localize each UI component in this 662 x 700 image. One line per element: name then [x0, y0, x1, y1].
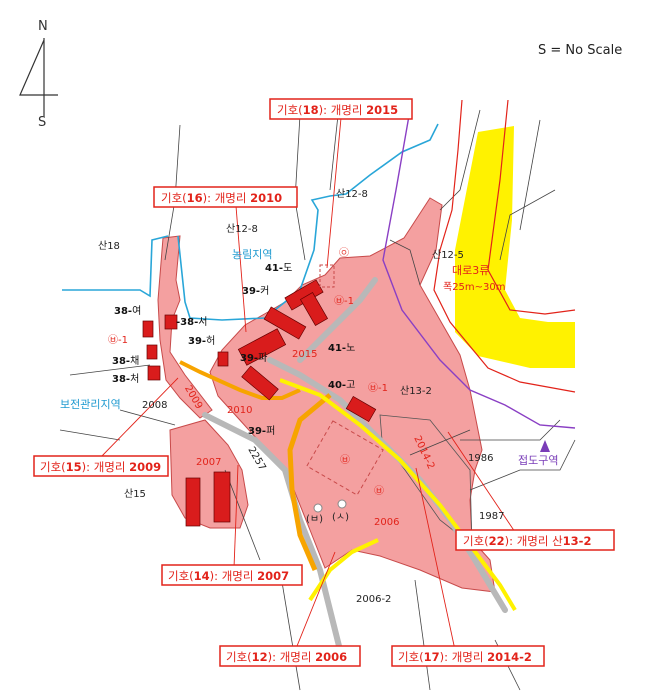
lot-label: 2007 — [196, 457, 221, 468]
parcel-label: 산12-8 — [226, 223, 258, 235]
svg-text:기호(12): 개명리 2006: 기호(12): 개명리 2006 — [226, 650, 347, 664]
svg-text:기호(18): 개명리 2015: 기호(18): 개명리 2015 — [277, 103, 398, 117]
buildings — [142, 279, 377, 527]
parcel-label: 산12-8 — [336, 188, 368, 200]
lot-label: 2010 — [227, 405, 252, 416]
yellow-lane-2 — [308, 538, 379, 602]
parcel-label: 1986 — [468, 453, 493, 464]
lot-label: 2015 — [292, 349, 317, 360]
callout-16: 기호(16): 개명리 2010 — [153, 186, 298, 208]
yellow-lane — [279, 378, 517, 612]
lot-label: 2006 — [374, 517, 399, 528]
callout-18: 기호(18): 개명리 2015 — [269, 98, 413, 120]
building-label: 38-여 — [114, 305, 141, 317]
callout-12: 기호(12): 개명리 2006 — [219, 645, 361, 667]
north-arrow-icon — [19, 38, 58, 116]
building-label: 39-퍼 — [248, 425, 275, 437]
building-label: 41-노 — [328, 342, 355, 354]
building-label: 38-채 — [112, 355, 139, 367]
building-label: 38-처 — [112, 373, 139, 385]
symbol-label: ㉥ — [374, 485, 384, 497]
site-area — [209, 197, 496, 593]
callout-15: 기호(15): 개명리 2009 — [33, 455, 169, 477]
contact-zone-arrow-icon — [540, 440, 550, 452]
forest-zone-line — [62, 123, 439, 321]
zone-road-class: 대로3류 — [452, 264, 489, 277]
parcel-label: 산12-5 — [432, 249, 464, 261]
symbol-label: ㉥-1 — [334, 295, 354, 307]
leader-lines — [99, 117, 516, 652]
parcel-label: 1987 — [479, 511, 504, 522]
symbol-label: (ㅅ) — [332, 512, 349, 523]
callout-14: 기호(14): 개명리 2007 — [161, 564, 303, 586]
orange-road-2 — [179, 360, 301, 400]
parcel-label: 2006-2 — [356, 594, 391, 605]
parcel-lines — [59, 109, 576, 691]
building-label: 39-커 — [242, 285, 269, 297]
marker-b — [313, 503, 323, 513]
parcel-label: 산13-2 — [400, 385, 432, 397]
parcel-label: 산18 — [98, 240, 120, 252]
svg-text:기호(15): 개명리 2009: 기호(15): 개명리 2009 — [40, 460, 161, 474]
svg-text:기호(17): 개명리 2014-2: 기호(17): 개명리 2014-2 — [398, 650, 532, 664]
compass-north: N — [38, 19, 48, 34]
callout-22: 기호(22): 개명리 산13-2 — [455, 529, 615, 551]
svg-text:기호(22): 개명리 산13-2: 기호(22): 개명리 산13-2 — [463, 534, 591, 548]
building-label: 39-허 — [188, 335, 215, 347]
boundary-red-1 — [433, 99, 576, 393]
boundary-red-2 — [487, 99, 576, 315]
svg-text:기호(14): 개명리 2007: 기호(14): 개명리 2007 — [168, 569, 289, 583]
parcel-label: 2008 — [142, 400, 167, 411]
contact-zone-line — [382, 109, 576, 429]
compass-south: S — [38, 115, 46, 130]
zone-conservation: 보전관리지역 — [60, 398, 121, 411]
svg-text:기호(16): 개명리 2010: 기호(16): 개명리 2010 — [161, 191, 282, 205]
symbol-label: (ㅂ) — [306, 514, 323, 525]
parcel-label: 산15 — [124, 488, 146, 500]
symbol-label: ㉥ — [340, 454, 350, 466]
marker-s — [337, 499, 347, 509]
zone-contact: 접도구역 — [518, 454, 558, 467]
highway-band — [455, 126, 575, 368]
symbol-label: ㉥-1 — [368, 382, 388, 394]
callout-17: 기호(17): 개명리 2014-2 — [391, 645, 545, 667]
symbol-label: ㉧ — [339, 247, 349, 259]
building-label: -38-서 — [176, 316, 207, 328]
dashed-footprint-2006 — [306, 420, 384, 496]
building-label: 40-고 — [328, 380, 355, 391]
orange-road — [287, 393, 332, 571]
building-label: 39-파 — [240, 352, 267, 364]
zone-road-width: 폭25m~30m — [443, 281, 506, 293]
building-label: 41-도 — [265, 263, 292, 274]
symbol-label: ㉥-1 — [108, 334, 128, 346]
site-area-west — [157, 235, 213, 419]
zone-farmland: 농림지역 — [232, 248, 272, 261]
scale-note: S = No Scale — [538, 43, 622, 58]
